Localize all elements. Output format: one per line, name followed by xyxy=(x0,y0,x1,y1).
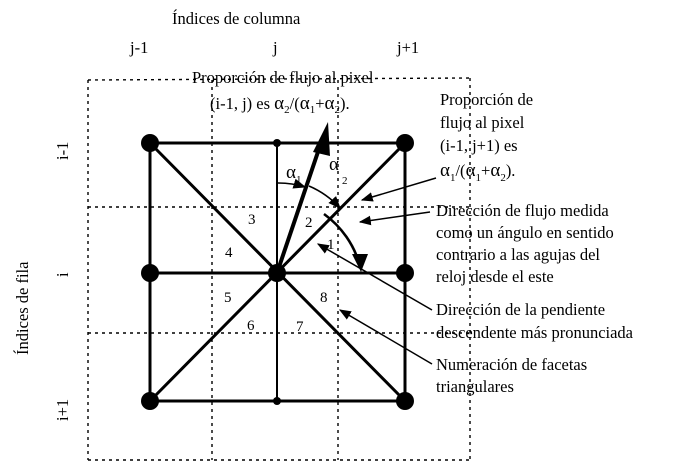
alpha1-label: α1 xyxy=(286,162,301,186)
flow-direction-pointer xyxy=(358,211,431,226)
alpha2-arc xyxy=(308,185,341,209)
right-annotation-line1: Proporción de xyxy=(440,90,533,109)
facet-number-3: 3 xyxy=(248,212,256,228)
column-axis-title: Índices de columna xyxy=(172,9,301,28)
row-label-i-1: i-1 xyxy=(53,142,72,160)
grid-nodes xyxy=(141,134,414,410)
steepest-slope-line1: Dirección de la pendiente xyxy=(436,300,605,319)
row-axis-title: Índices de fila xyxy=(13,261,32,355)
steepest-slope-line2: descendente más pronunciada xyxy=(436,323,634,342)
right-annotation-line4: α1/(α1+α2). xyxy=(440,160,515,184)
top-annotation-line1: Proporción de flujo al pixel xyxy=(192,68,374,87)
facet-numbering-line2: triangulares xyxy=(436,377,514,396)
alpha2-label: α2 xyxy=(329,154,347,187)
flow-direction-line4: reloj desde el este xyxy=(436,267,554,286)
facet-number-2: 2 xyxy=(305,215,313,231)
facet-number-6: 6 xyxy=(247,318,255,334)
flow-direction-line1: Dirección de flujo medida xyxy=(436,201,609,220)
column-label-j+1: j+1 xyxy=(396,38,419,57)
flow-direction-arrowhead xyxy=(313,122,330,156)
facet-numbering-pointer xyxy=(338,309,433,365)
flow-direction-line2: como un ángulo en sentido xyxy=(436,223,614,242)
facet-numbering-line1: Numeración de facetas xyxy=(436,355,587,374)
facet-number-1: 1 xyxy=(327,237,335,253)
column-label-j-1: j-1 xyxy=(129,38,148,57)
angle-from-east-arrowhead xyxy=(352,254,368,272)
steepest-slope-pointer xyxy=(316,243,433,311)
column-label-j: j xyxy=(272,38,278,57)
facet-number-8: 8 xyxy=(320,290,328,306)
right-annotation-line3: (i-1, j+1) es xyxy=(440,136,518,155)
node-bottom-center xyxy=(273,397,281,405)
flow-direction-arrow xyxy=(275,139,324,274)
facet-number-5: 5 xyxy=(224,290,232,306)
facet-number-7: 7 xyxy=(296,319,304,335)
top-annotation-line2: (i-1, j) es α2/(α1+α2). xyxy=(210,93,350,116)
facet-number-4: 4 xyxy=(225,245,233,261)
row-label-i: i xyxy=(53,272,72,277)
right-annotation-line2: flujo al pixel xyxy=(440,113,525,132)
node-top-center xyxy=(273,139,281,147)
row-label-i+1: i+1 xyxy=(53,399,72,421)
flow-direction-line3: contrario a las agujas del xyxy=(436,245,600,264)
alpha1-arc xyxy=(276,178,307,189)
pixel-grid xyxy=(87,77,471,461)
right-annotation-pointer xyxy=(360,177,437,202)
